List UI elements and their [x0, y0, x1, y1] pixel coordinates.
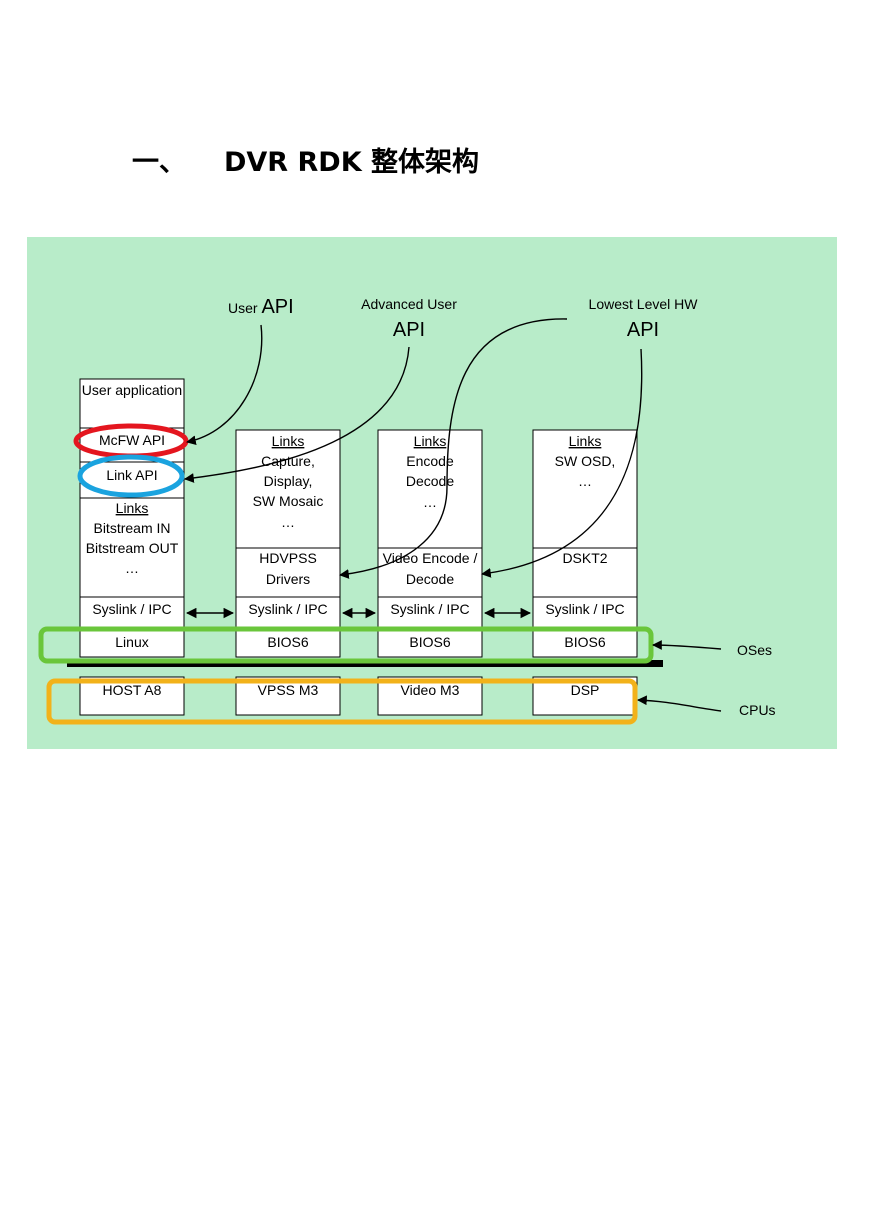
cpus-arrow [637, 695, 722, 712]
heading-number: 一、 [132, 147, 186, 178]
page-heading: 一、 DVR RDK 整体架构 [132, 140, 479, 179]
user-api-arrow [186, 324, 263, 446]
user-api-label: User API [228, 296, 294, 318]
video-links-line-1: Encode [406, 453, 454, 469]
video-driver-line-2: Decode [406, 571, 454, 587]
host-cpu-label: HOST A8 [103, 682, 162, 698]
host-links-line-2: Bitstream OUT [86, 540, 179, 556]
lowest-api-label-line-1: Lowest Level HW [589, 296, 699, 312]
vpss-links-line-1: Capture, [261, 453, 315, 469]
architecture-svg: User application McFW API Link API Links… [38, 296, 776, 725]
column-vpss: Links Capture, Display, SW Mosaic … HDVP… [235, 429, 341, 716]
column-host: User application McFW API Link API Links… [79, 378, 185, 716]
vpss-os-label: BIOS6 [267, 634, 308, 650]
link-api-label: Link API [106, 467, 157, 483]
dsp-links-title: Links [569, 433, 602, 449]
column-video: Links Encode Decode … Video Encode / Dec… [377, 429, 483, 716]
heading-title: DVR RDK 整体架构 [224, 147, 480, 178]
video-driver-line-1: Video Encode / [383, 550, 478, 566]
host-links-title: Links [116, 500, 149, 516]
column-dsp: Links SW OSD, … DSKT2 Syslink / IPC BIOS… [532, 429, 638, 716]
host-links-line-1: Bitstream IN [93, 520, 170, 536]
vpss-driver-line-2: Drivers [266, 571, 310, 587]
lowest-api-arrow-to-hdvpss [339, 318, 568, 579]
mcfw-api-label: McFW API [99, 432, 165, 448]
dsp-links-line-2: … [578, 473, 592, 489]
vpss-driver-line-1: HDVPSS [259, 550, 317, 566]
lowest-api-label-line-2: API [627, 319, 659, 341]
dsp-os-label: BIOS6 [564, 634, 605, 650]
video-links-line-2: Decode [406, 473, 454, 489]
vpss-links-title: Links [272, 433, 305, 449]
user-application-label: User application [82, 382, 182, 398]
vpss-ipc-label: Syslink / IPC [248, 601, 327, 617]
video-cpu-label: Video M3 [401, 682, 460, 698]
host-ipc-label: Syslink / IPC [92, 601, 171, 617]
video-os-label: BIOS6 [409, 634, 450, 650]
advanced-api-label-line-2: API [393, 319, 425, 341]
advanced-api-arrow [184, 346, 410, 483]
video-links-title: Links [414, 433, 447, 449]
dsp-driver-line-1: DSKT2 [562, 550, 607, 566]
advanced-api-label-line-1: Advanced User [361, 296, 457, 312]
oses-green-ring [38, 626, 654, 664]
vpss-links-line-3: SW Mosaic [253, 493, 324, 509]
oses-label: OSes [737, 642, 772, 658]
architecture-diagram: User application McFW API Link API Links… [27, 237, 837, 749]
cpus-orange-ring [46, 678, 638, 725]
cpus-label: CPUs [739, 702, 776, 718]
vpss-links-line-4: … [281, 514, 295, 530]
dsp-cpu-label: DSP [571, 682, 600, 698]
dsp-links-line-1: SW OSD, [555, 453, 616, 469]
oses-arrow [652, 640, 722, 650]
lowest-api-arrow-to-video [481, 348, 643, 578]
host-links-line-3: … [125, 560, 139, 576]
video-ipc-label: Syslink / IPC [390, 601, 469, 617]
video-links-line-3: … [423, 494, 437, 510]
host-os-label: Linux [115, 634, 148, 650]
vpss-cpu-label: VPSS M3 [258, 682, 319, 698]
vpss-links-line-2: Display, [264, 473, 313, 489]
link-api-blue-ring [77, 454, 185, 498]
dsp-ipc-label: Syslink / IPC [545, 601, 624, 617]
